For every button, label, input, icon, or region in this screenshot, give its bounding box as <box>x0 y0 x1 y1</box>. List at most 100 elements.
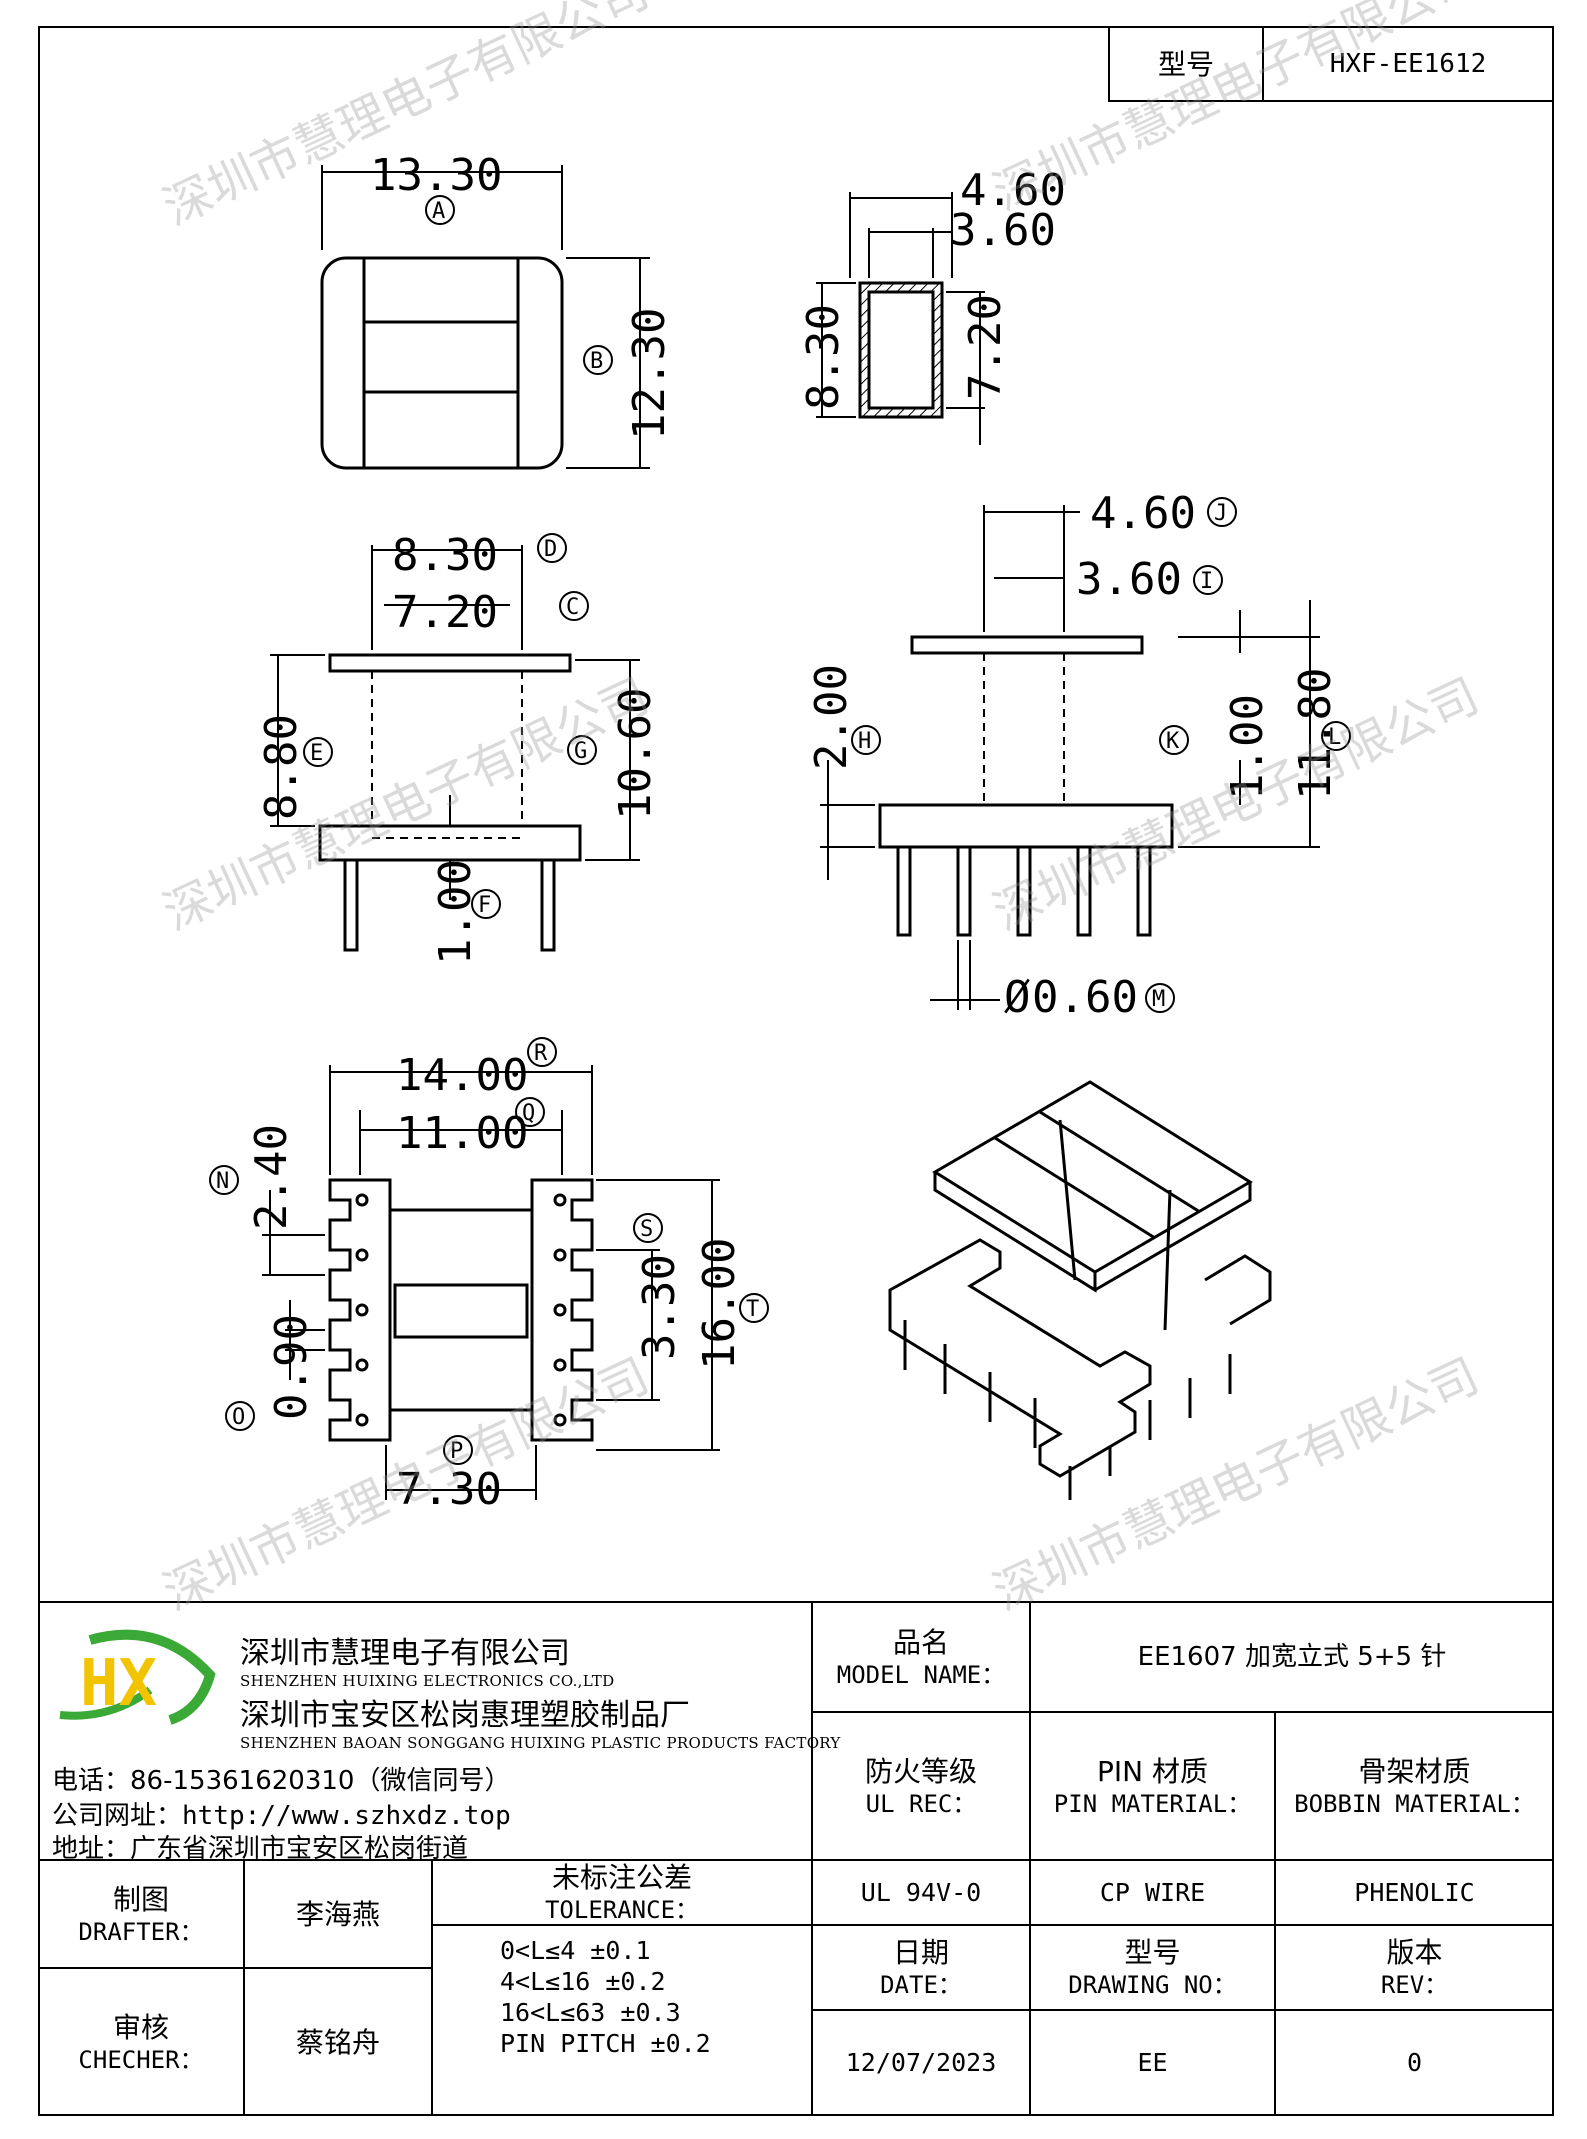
date-value: 12/07/2023 <box>845 2048 997 2078</box>
tolerance-label: 未标注公差 TOLERANCE： <box>432 1860 812 1925</box>
dim-q-ref: Q <box>522 1101 535 1126</box>
model-name-cn: 品名 <box>892 1625 949 1659</box>
fire-rating-label: 防火等级 UL REC： <box>812 1712 1030 1860</box>
revision-label: 版本 REV： <box>1275 1925 1554 2010</box>
address-value: 广东省深圳市宝安区松岗街道 <box>130 1834 469 1864</box>
drawing-no-en: DRAWING NO： <box>1068 1971 1237 1999</box>
header-type-value: HXF-EE1612 <box>1262 26 1554 102</box>
dim-h-ref: H <box>858 729 871 754</box>
tolerance-en: TOLERANCE： <box>544 1896 700 1924</box>
tolerance-line: 4<L≤16 ±0.2 <box>500 1967 666 1996</box>
dim-c: 7.20 <box>392 587 498 638</box>
drawing-frame <box>38 26 1554 2116</box>
dim-b-ref: B <box>590 349 603 374</box>
dim-t-ref: T <box>746 1297 759 1322</box>
dim-n-ref: N <box>216 1169 229 1194</box>
cross-section-view <box>816 192 985 445</box>
date-en: DATE： <box>880 1971 962 1999</box>
dim-l: 11.80 <box>1290 668 1341 800</box>
dim-outer: 4.60 <box>960 165 1066 216</box>
factory-name-en: SHENZHEN BAOAN SONGGANG HUIXING PLASTIC … <box>240 1734 841 1752</box>
phone-value: 86-15361620310（微信同号） <box>130 1766 511 1796</box>
contact-address: 地址：广东省深圳市宝安区松岗街道 <box>52 1828 468 1865</box>
drafter-label: 制图 DRAFTER： <box>38 1860 244 1968</box>
bobbin-material-value: PHENOLIC <box>1354 1877 1475 1907</box>
web-value[interactable]: http://www.szhxdz.top <box>182 1801 511 1831</box>
company-name-cn: 深圳市慧理电子有限公司 <box>240 1636 570 1671</box>
dim-c-ref: C <box>566 595 579 620</box>
drafter-en: DRAFTER： <box>78 1917 204 1946</box>
revision-value: 0 <box>1406 2048 1423 2078</box>
drafter-cn: 制图 <box>112 1882 169 1916</box>
revision-en: REV： <box>1380 1971 1449 1999</box>
date-label: 日期 DATE： <box>812 1925 1030 2010</box>
tolerance-list: 0<L≤4 ±0.1 4<L≤16 ±0.2 16<L≤63 ±0.3 PIN … <box>500 1935 711 2059</box>
contact-phone: 电话：86-15361620310（微信同号） <box>52 1760 510 1797</box>
drawing-no-value: EE <box>1137 2048 1168 2078</box>
model-name-value: EE1607 加宽立式 5+5 针 <box>1137 1641 1447 1672</box>
dim-m-prefix: Ø <box>1004 972 1031 1023</box>
front-view <box>270 545 640 952</box>
fire-rating-en: UL REC： <box>865 1789 977 1818</box>
dim-e-ref: E <box>310 741 323 766</box>
checker-value: 蔡铭舟 <box>295 2025 380 2059</box>
dim-e: 8.80 <box>256 714 307 820</box>
dim-i-ref: I <box>1200 569 1213 594</box>
technical-drawing: 13.30 A 12.30 B 4.60 3.60 8.30 7.20 8.30… <box>209 150 1351 1515</box>
address-label: 地址： <box>52 1834 131 1864</box>
dim-inner: 3.60 <box>950 205 1056 256</box>
dim-j-ref: J <box>1214 501 1227 526</box>
tolerance-line: 0<L≤4 ±0.1 <box>500 1936 651 1965</box>
bobbin-material-label: 骨架材质 BOBBIN MATERIAL： <box>1275 1712 1554 1860</box>
web-label: 公司网址： <box>52 1801 183 1831</box>
dim-f-ref: F <box>478 893 491 918</box>
dim-o-ref: O <box>232 1405 245 1430</box>
bobbin-material-en: BOBBIN MATERIAL： <box>1294 1789 1535 1818</box>
company-logo: HX <box>59 1629 216 1725</box>
pin-material-cn: PIN 材质 <box>1097 1754 1208 1788</box>
dim-p-ref: P <box>450 1439 463 1464</box>
dim-right: 7.20 <box>960 294 1011 400</box>
dim-n: 2.40 <box>246 1124 297 1230</box>
dim-s-ref: S <box>640 1217 653 1242</box>
tolerance-line: PIN PITCH ±0.2 <box>500 2029 711 2058</box>
model-name-label: 品名 MODEL NAME： <box>812 1602 1030 1712</box>
dim-o: 0.90 <box>266 1314 317 1420</box>
dim-m-ref: M <box>1152 987 1165 1012</box>
dim-b: 12.30 <box>624 308 675 440</box>
dim-q: 11.00 <box>396 1108 528 1159</box>
dim-r: 14.00 <box>396 1050 528 1101</box>
dim-g-ref: G <box>574 739 587 764</box>
dim-s: 3.30 <box>634 1254 685 1360</box>
bottom-view <box>262 1065 720 1500</box>
checker-cn: 审核 <box>112 2010 169 2044</box>
phone-label: 电话： <box>52 1766 131 1796</box>
pin-material-value: CP WIRE <box>1099 1877 1206 1907</box>
dim-a-ref: A <box>432 199 445 224</box>
drawing-no-cn: 型号 <box>1124 1936 1181 1969</box>
checker-en: CHECHER： <box>78 2045 204 2074</box>
dim-k: 1.00 <box>1222 694 1273 800</box>
dim-l-ref: L <box>1328 725 1341 750</box>
drafter-value: 李海燕 <box>295 1897 380 1931</box>
dim-d: 8.30 <box>392 530 498 581</box>
dim-r-ref: R <box>534 1041 548 1066</box>
dim-t: 16.00 <box>694 1238 745 1370</box>
dim-f: 1.00 <box>430 859 481 965</box>
dim-i: 3.60 <box>1076 554 1182 605</box>
dim-m: 0.60 <box>1032 972 1138 1023</box>
isometric-view <box>888 1080 1272 1500</box>
model-name-en: MODEL NAME： <box>836 1660 1006 1689</box>
logo-text: HX <box>80 1647 157 1721</box>
pin-material-en: PIN MATERIAL： <box>1053 1789 1252 1818</box>
dim-p: 7.30 <box>396 1464 502 1515</box>
pin-material-label: PIN 材质 PIN MATERIAL： <box>1030 1712 1275 1860</box>
dim-d-ref: D <box>544 537 557 562</box>
checker-label: 审核 CHECHER： <box>38 1968 244 2116</box>
top-view <box>320 165 650 470</box>
dim-a: 13.30 <box>370 150 502 201</box>
tolerance-cn: 未标注公差 <box>551 1861 692 1894</box>
dim-left: 8.30 <box>798 304 849 410</box>
dim-k-ref: K <box>1166 729 1180 754</box>
